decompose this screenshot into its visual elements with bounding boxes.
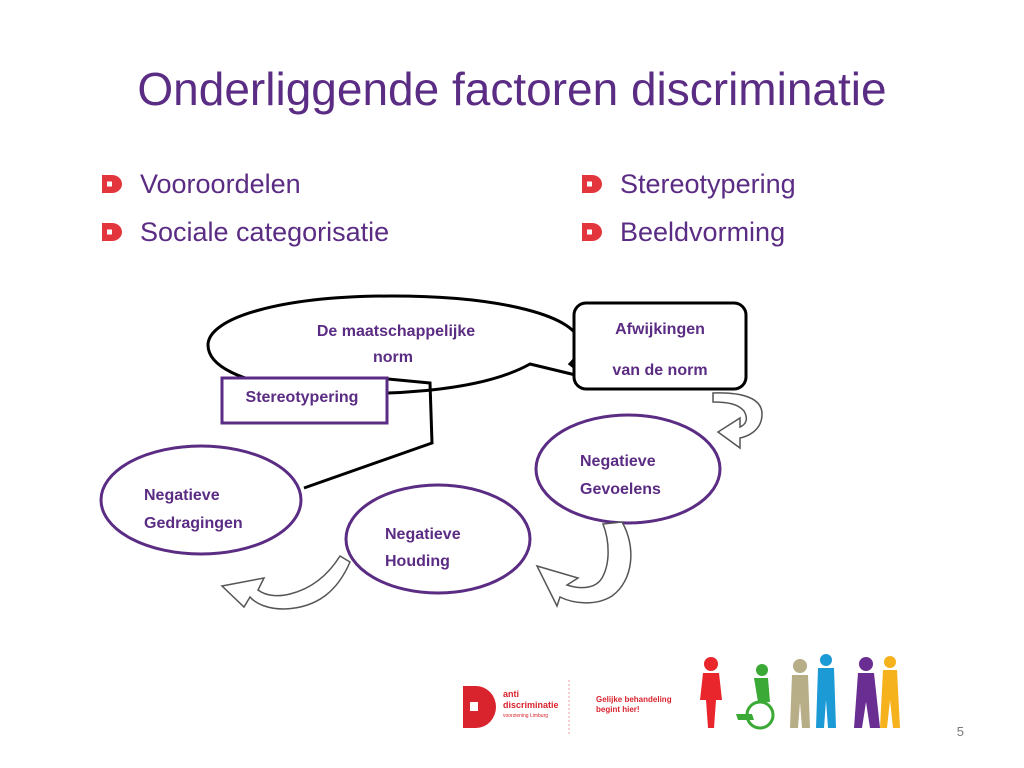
bullet-label: Sociale categorisatie	[140, 216, 390, 247]
bullet-list-right: Stereotypering Beeldvorming	[580, 160, 796, 256]
bullet-label: Stereotypering	[620, 168, 796, 199]
feelings-label: Gevoelens	[580, 481, 661, 498]
bullet-label: Beeldvorming	[620, 216, 786, 247]
bullet-d-icon	[102, 223, 122, 241]
bullet-item: Beeldvorming	[580, 208, 796, 256]
bullet-d-icon	[102, 175, 122, 193]
norm-label: De maatschappelijke	[317, 323, 475, 340]
deviations-box	[572, 301, 748, 391]
brand-logo: anti discriminatie voorziening Limburg	[463, 686, 559, 728]
attitude-label: Negatieve	[385, 526, 461, 543]
bullet-label: Vooroordelen	[140, 168, 301, 199]
slide-number: 5	[956, 724, 964, 739]
curved-arrow	[712, 392, 763, 450]
slide-title: Onderliggende factoren discriminatie	[137, 63, 887, 115]
behaviour-label: Gedragingen	[144, 515, 243, 532]
curved-arrow	[535, 521, 632, 608]
stereotyping-box	[220, 376, 389, 425]
norm-label: norm	[373, 349, 413, 366]
logo-text: discriminatie	[503, 700, 559, 710]
diverse-people-illustration	[700, 654, 900, 730]
attitude-ellipse	[344, 483, 532, 595]
stereotyping-label: Stereotypering	[246, 389, 359, 406]
feelings-label: Negatieve	[580, 453, 656, 470]
deviations-label: van de norm	[612, 362, 707, 379]
bullet-item: Vooroordelen	[100, 160, 389, 208]
bullet-d-icon	[582, 175, 602, 193]
deviations-label: Afwijkingen	[615, 321, 705, 338]
connector-line	[303, 377, 434, 490]
bullet-item: Sociale categorisatie	[100, 208, 389, 256]
attitude-label: Houding	[385, 553, 450, 570]
bullet-d-icon	[582, 223, 602, 241]
behaviour-ellipse	[99, 444, 303, 556]
tagline: Gelijke behandeling	[596, 695, 672, 704]
tagline: begint hier!	[596, 705, 640, 714]
bullet-item: Stereotypering	[580, 160, 796, 208]
behaviour-label: Negatieve	[144, 487, 220, 504]
logo-subtext: voorziening Limburg	[503, 713, 548, 719]
feelings-ellipse	[534, 413, 722, 525]
bullet-list-left: Vooroordelen Sociale categorisatie	[100, 160, 389, 256]
curved-arrow	[220, 554, 351, 610]
logo-text: anti	[503, 689, 519, 699]
